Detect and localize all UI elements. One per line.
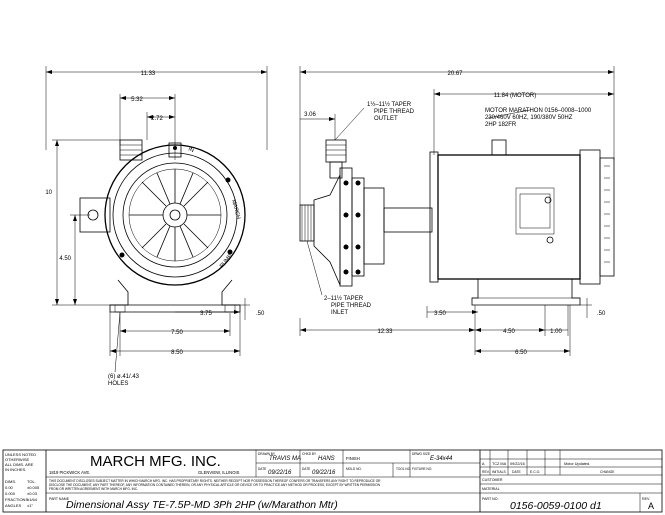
disclaimer-line-3: FROM OR WRITTEN AGREEMENT WITH MARCH MFG… [49,487,138,491]
rev-header-change: CHANGE [600,470,615,474]
dim-motor-length: 11.84 (MOTOR) [494,93,536,99]
motor-note-line3: 2HP 182FR [485,122,517,128]
inlet-note-line1: 2–11½ TAPER [324,295,364,302]
part-no: 0156-0059-0100 d1 [510,500,602,512]
casing-label-top: IN [187,146,195,154]
date-chkd: 09/22/16 [312,470,336,476]
tol-row-2-tol: ±1/64 [27,497,38,502]
dim-pump-length: 12.33 [377,329,393,335]
front-view: 11.33 5.32 2.72 10 4.50 [45,66,268,387]
drawn-by: TRAVIS MA [269,456,301,462]
dim-overall-width: 11.33 [141,71,156,77]
casing-label-right: MARCH [230,199,241,220]
dim-bolt-spacing: 7.50 [171,330,183,336]
chkd-by: HANS [318,456,335,462]
tolerance-header-2: OTHERWISE [5,457,29,462]
side-view: 20.67 11.84 (MOTOR) 1½–11½ TAPER PIPE TH… [299,66,615,356]
mold-label: MOLD NO. [346,467,362,471]
tol-row-3-tol: ±1° [27,503,33,508]
tol-header-tol: TOL. [27,479,36,484]
holes-note-line2: HOLES [108,381,128,387]
rev-row-rev: A [482,462,485,466]
tol-row-0-tol: ±0.005 [27,485,40,490]
outlet-note-line1: 1½–11½ TAPER [367,101,412,108]
dim-base-width: 8.50 [171,350,183,356]
part-no-label: PART NO. [482,497,499,501]
rev-row-initials: TCZ MA [492,462,507,466]
dwg-size: E-34x44 [430,456,453,462]
company-city: GLENVIEW, ILLINOIS [198,470,240,475]
disclaimer-line-1: THIS DOCUMENT DISCLOSES SUBJECT MATTER I… [49,479,381,483]
rev-header-eco: E.C.O. [530,470,540,474]
material-label: MATERIAL [482,487,500,491]
part-name-label: PART NAME [49,497,70,501]
title-block: UNLESS NOTED OTHERWISE ALL DIMS. ARE IN … [2,449,663,513]
rev-header-initials: INITIALS [492,470,506,474]
tolerance-header-1: UNLESS NOTED [5,452,36,457]
dim-shaft-height: 4.50 [59,256,71,262]
date-label-chkd: DATE [302,467,310,471]
company-name: MARCH MFG. INC. [90,453,221,470]
dim-height: 10 [45,190,52,196]
tolerance-header-3: ALL DIMS. ARE [5,462,34,467]
dim-base-length: 6.50 [515,350,527,356]
dim-foot-right: 1.00 [550,329,562,335]
dim-foot-thickness: .50 [256,311,265,317]
tol-row-0-dim: 0.00 [5,485,14,490]
rev-row-change: Motor Updated. [564,462,590,466]
tol-row-2-dim: FRACTIONS [5,497,28,502]
finish-label: FINISH [346,456,360,461]
rev-label: REV. [642,497,650,501]
drawn-label: DRAWN BY [258,452,276,456]
chkd-label: CHKD BY [302,452,317,456]
dim-to-discharge: 5.32 [131,97,143,103]
outlet-note-line3: OUTLET [374,116,398,122]
dim-outlet-offset: 3.06 [304,112,316,118]
customer-label: CUSTOMER [482,478,503,482]
rev-row-date: 09/22/16 [510,462,525,466]
rev-value: A [648,501,654,511]
casing-label-bottom: PUMP [219,253,234,269]
outlet-note-line2: PIPE THREAD [374,109,415,115]
disclaimer-line-2: DISCLOSE THE DOCUMENT, ANY PART THEREOF,… [49,483,381,487]
date-label-drawn: DATE [258,467,266,471]
dim-side-foot-thickness: .50 [597,311,606,317]
motor-note-line2: 230/460V 60HZ, 190/380V 50HZ [485,115,573,121]
dim-to-center: 2.72 [151,116,163,122]
tol-row-3-dim: ANGLES [5,503,22,508]
part-name: Dimensional Assy TE-7.5P-MD 3Ph 2HP (w/M… [66,499,338,511]
tol-row-1-dim: 0.000 [5,491,16,496]
dim-overall-length: 20.67 [447,71,463,77]
tool-label: TOOL NO. [396,467,411,471]
tol-row-1-tol: ±0.03 [27,491,38,496]
inlet-note-line3: INLET [331,310,348,316]
dim-foot-left: 3.50 [434,311,446,317]
dim-foot-offset: 3.75 [200,311,212,317]
date-drawn: 09/22/16 [268,470,292,476]
tol-header-dims: DIMS. [5,479,16,484]
dim-foot-span: 4.50 [503,329,515,335]
dwg-size-label: DRWG SIZE [412,452,430,456]
rev-header-rev: REV. [482,470,490,474]
fixture-label: FIXTURE NO. [412,467,432,471]
company-address: 1819 PICKWICK AVE. [49,470,90,475]
holes-note-line1: (6) ø.41/.43 [108,374,140,380]
motor-note-line1: MOTOR MARATHON 0156–0008–1000 [485,108,592,114]
rev-header-date: DATE [512,470,522,474]
inlet-note-line2: PIPE THREAD [331,303,372,309]
tolerance-header-4: IN INCHES. [5,467,26,472]
